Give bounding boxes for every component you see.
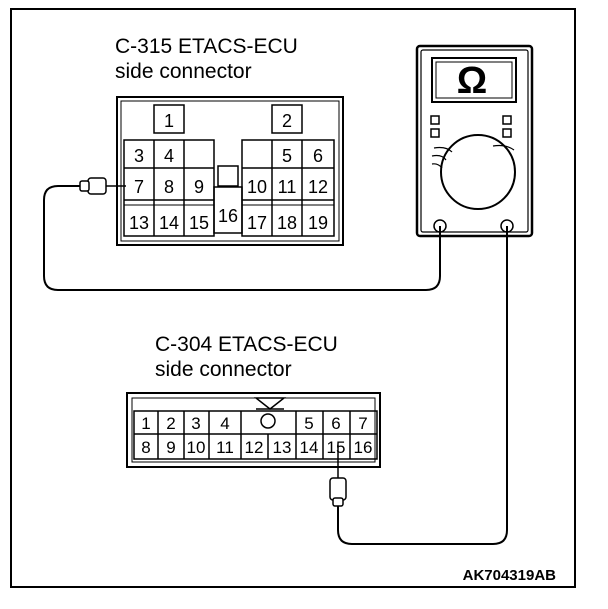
c304-pin-label: 1 xyxy=(141,414,150,433)
c315-pin-label: 4 xyxy=(164,146,174,166)
c304-pin-label: 10 xyxy=(187,438,206,457)
c315-pin-label: 7 xyxy=(134,177,144,197)
c304-connector xyxy=(126,392,381,468)
c304-pin-label: 3 xyxy=(191,414,200,433)
c315-pin-label: 9 xyxy=(194,177,204,197)
c315-pin-label: 13 xyxy=(129,213,149,233)
c304-pin-label: 6 xyxy=(331,414,340,433)
figure-code: AK704319AB xyxy=(463,567,557,584)
c315-pin-label: 18 xyxy=(277,213,297,233)
c315-pin-label: 6 xyxy=(313,146,323,166)
c304-title-line2: side connector xyxy=(155,358,292,381)
c315-pin-label: 3 xyxy=(134,146,144,166)
c315-pin-label: 15 xyxy=(189,213,209,233)
ohm-symbol-icon: Ω xyxy=(457,60,487,102)
c315-pin-label: 17 xyxy=(247,213,267,233)
c304-pin-label: 16 xyxy=(354,438,373,457)
c315-pin-label: 12 xyxy=(308,177,328,197)
c315-pin-label: 19 xyxy=(308,213,328,233)
test-leads xyxy=(43,185,508,545)
c315-pin-label: 1 xyxy=(164,111,174,131)
c315-pin-label: 5 xyxy=(282,146,292,166)
c304-pin-label: 5 xyxy=(304,414,313,433)
c304-pin-label: 12 xyxy=(245,438,264,457)
c304-pin-labels: 1 2 3 4 5 6 7 8 9 10 11 12 13 14 15 16 xyxy=(141,414,372,457)
c304-pin-label: 13 xyxy=(273,438,292,457)
c304-pin-label: 9 xyxy=(166,438,175,457)
c315-probe xyxy=(79,177,126,195)
c315-connector xyxy=(116,96,344,246)
c304-pin-label: 4 xyxy=(220,414,229,433)
c315-title-line2: side connector xyxy=(115,60,252,83)
c315-pin-label: 14 xyxy=(159,213,179,233)
c315-pin-label: 11 xyxy=(278,177,297,197)
c304-pin-label: 8 xyxy=(141,438,150,457)
c304-probe xyxy=(329,445,347,507)
c304-title-line1: C-304 ETACS-ECU xyxy=(155,333,338,356)
c315-pin-label: 8 xyxy=(164,177,174,197)
c315-pin-label: 10 xyxy=(247,177,267,197)
figure-frame xyxy=(10,8,576,588)
c304-pin-label: 2 xyxy=(166,414,175,433)
c304-pin-label: 14 xyxy=(300,438,319,457)
c315-pin-label: 16 xyxy=(218,206,238,226)
c304-pin-label: 11 xyxy=(216,438,234,457)
c315-pin-labels: 1 2 3 4 5 6 7 8 9 10 11 12 13 14 15 16 1… xyxy=(129,111,328,233)
c304-pin-label: 7 xyxy=(358,414,367,433)
c315-title-line1: C-315 ETACS-ECU xyxy=(115,35,298,58)
c304-pin-label: 15 xyxy=(327,438,346,457)
c315-pin-label: 2 xyxy=(282,111,292,131)
